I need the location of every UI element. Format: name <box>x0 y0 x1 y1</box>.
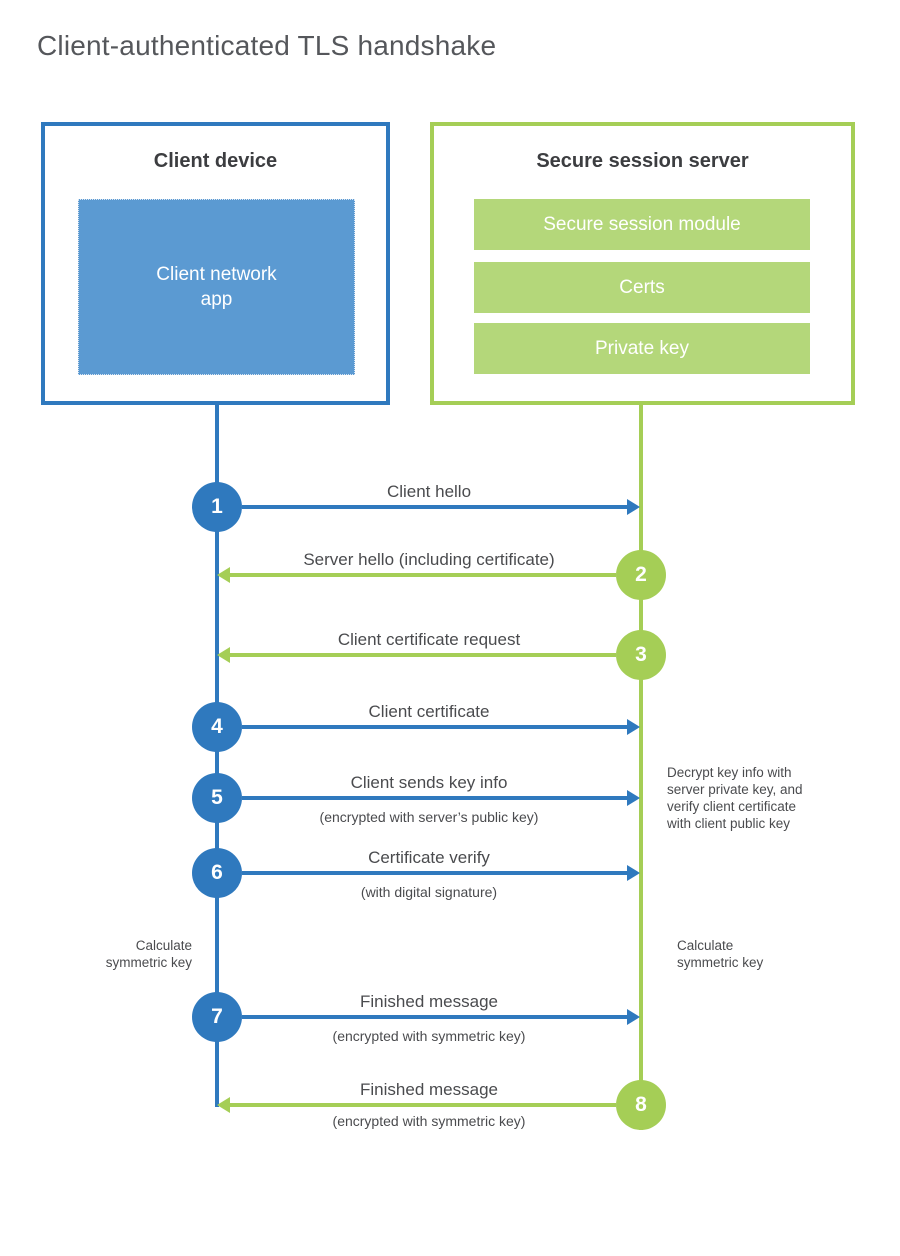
client-device-box: Client device Client network app <box>41 122 390 405</box>
step-5-arrow-line <box>242 796 627 800</box>
step-7-arrow-line <box>242 1015 627 1019</box>
server-module-secure-session-label: Secure session module <box>543 213 741 235</box>
client-network-app-box: Client network app <box>78 199 355 375</box>
client-lifeline <box>215 405 219 1107</box>
server-module-secure-session: Secure session module <box>474 199 810 250</box>
step-8-arrow-line <box>230 1103 616 1107</box>
step-1-badge: 1 <box>192 482 242 532</box>
step-2-badge: 2 <box>616 550 666 600</box>
step-2-arrowhead-icon <box>217 567 230 583</box>
step-6-label: Certificate verify <box>368 848 490 867</box>
secure-session-server-box: Secure session server Secure session mod… <box>430 122 855 405</box>
step-3-arrow-line <box>230 653 616 657</box>
step-5-label: Client sends key info <box>350 773 508 792</box>
step-7-badge: 7 <box>192 992 242 1042</box>
step-1-arrowhead-icon <box>627 499 640 515</box>
step-4-arrowhead-icon <box>627 719 640 735</box>
step-8-badge: 8 <box>616 1080 666 1130</box>
step-1-arrow-line <box>242 505 627 509</box>
step-3-arrowhead-icon <box>217 647 230 663</box>
page-title: Client-authenticated TLS handshake <box>37 30 497 61</box>
step-6-badge: 6 <box>192 848 242 898</box>
server-module-certs: Certs <box>474 262 810 313</box>
step-5-sublabel: (encrypted with server’s public key) <box>319 809 539 825</box>
step-6-arrowhead-icon <box>627 865 640 881</box>
step-1-label: Client hello <box>386 482 472 501</box>
client-network-app-label: Client network app <box>156 264 277 310</box>
server-decrypt-note: Decrypt key info with server private key… <box>667 765 803 831</box>
server-calculate-symmetric-key-note: Calculate symmetric key <box>677 938 764 970</box>
client-calculate-symmetric-key-note: Calculate symmetric key <box>105 938 192 970</box>
secure-session-server-title: Secure session server <box>536 150 749 172</box>
step-8-arrowhead-icon <box>217 1097 230 1113</box>
step-5-arrowhead-icon <box>627 790 640 806</box>
step-2-arrow-line <box>230 573 616 577</box>
step-8-label: Finished message <box>360 1080 498 1099</box>
step-6-arrow-line <box>242 871 627 875</box>
step-7-arrowhead-icon <box>627 1009 640 1025</box>
step-7-sublabel: (encrypted with symmetric key) <box>332 1028 526 1044</box>
step-2-label: Server hello (including certificate) <box>303 550 555 569</box>
server-lifeline <box>639 405 643 1130</box>
server-module-private-key-label: Private key <box>595 337 689 359</box>
step-8-sublabel: (encrypted with symmetric key) <box>332 1113 526 1129</box>
client-device-title: Client device <box>153 150 278 172</box>
step-6-sublabel: (with digital signature) <box>360 884 498 900</box>
step-3-badge: 3 <box>616 630 666 680</box>
step-5-badge: 5 <box>192 773 242 823</box>
step-4-label: Client certificate <box>368 702 490 721</box>
server-module-private-key: Private key <box>474 323 810 374</box>
step-4-arrow-line <box>242 725 627 729</box>
step-7-label: Finished message <box>360 992 498 1011</box>
step-4-badge: 4 <box>192 702 242 752</box>
server-module-certs-label: Certs <box>619 276 665 298</box>
step-3-label: Client certificate request <box>337 630 521 649</box>
